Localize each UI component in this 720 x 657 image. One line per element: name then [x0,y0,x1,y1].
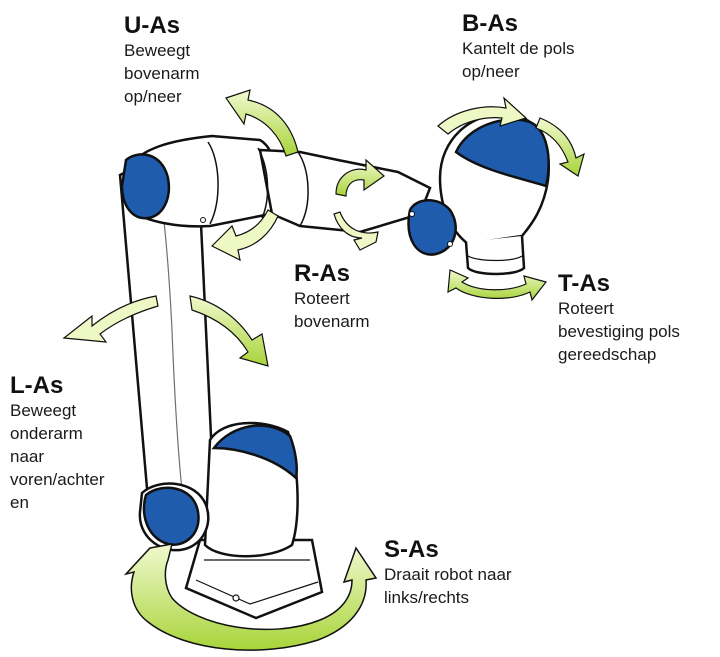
l-axis-label: L-As Beweegt onderarm naar voren/achter … [10,372,105,514]
wrist [407,112,550,276]
s-axis-arrow [123,543,378,651]
s-axis-label: S-As Draait robot naar links/rechts [384,536,512,609]
u-axis-label: U-As Beweegt bovenarm op/neer [124,12,200,108]
b-axis-arrow [437,96,585,177]
r-axis-label: R-As Roteert bovenarm [294,260,370,333]
b-axis-label: B-As Kantelt de pols op/neer [462,10,574,83]
r-axis-description: Roteert bovenarm [294,289,370,331]
u-axis-description: Beweegt bovenarm op/neer [124,41,200,106]
l-axis-title: L-As [10,372,64,399]
l-axis-description: Beweegt onderarm naar voren/achter en [10,401,105,512]
upper-arm-housing [120,134,279,228]
b-axis-title: B-As [462,10,519,37]
u-axis-arrow [210,89,299,262]
l-axis-arrow [62,295,269,367]
t-axis-description: Roteert bevestiging pols gereedschap [558,299,680,364]
s-axis-description: Draait robot naar links/rechts [384,565,512,607]
t-axis-label: T-As Roteert bevestiging pols gereedscha… [558,270,680,366]
robot-base [184,538,324,620]
b-axis-description: Kantelt de pols op/neer [462,39,575,81]
t-axis-title: T-As [558,270,611,297]
r-axis-arrow [333,158,385,251]
s-axis-title: S-As [384,536,439,563]
u-axis-title: U-As [124,12,181,39]
t-axis-arrow [447,269,548,302]
r-axis-title: R-As [294,260,351,287]
shoulder-housing [138,421,299,558]
